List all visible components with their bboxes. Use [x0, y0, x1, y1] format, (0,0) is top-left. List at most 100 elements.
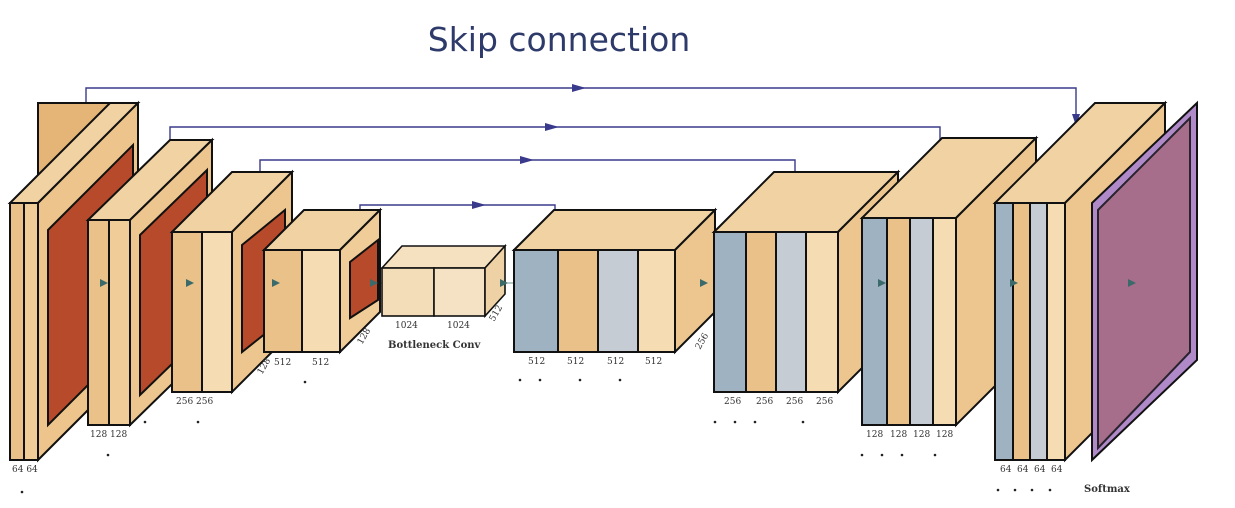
enc4-front-a	[263, 249, 303, 353]
flow-arrow-5	[500, 279, 508, 287]
skip-connection-3	[259, 159, 796, 190]
dec2-front-a	[713, 231, 747, 393]
enc2-front-a	[87, 219, 110, 426]
label-dec4c: 64	[1034, 465, 1046, 475]
flow-arrow-7	[878, 279, 886, 287]
flow-arrow-6	[700, 279, 708, 287]
label-enc4b: 512	[312, 358, 329, 368]
label-dec1b: 512	[567, 357, 584, 367]
bott-top	[380, 245, 507, 269]
dot	[518, 378, 522, 382]
label-enc4a: 512	[274, 358, 291, 368]
label-dec2c: 256	[786, 397, 803, 407]
dec3-front-a	[861, 217, 888, 426]
dot	[196, 420, 200, 424]
flow-arrow-9	[1128, 279, 1136, 287]
enc1-front-b	[23, 202, 39, 461]
dec1-front-b	[557, 249, 599, 353]
dec4-front-d	[1046, 202, 1066, 461]
skip-connection-2	[169, 126, 941, 160]
skip-connection-1	[85, 87, 1077, 125]
label-dec2a: 256	[724, 397, 741, 407]
skip-arrowhead-1	[572, 84, 586, 92]
dot	[1048, 488, 1052, 492]
label-bott1: 1024	[395, 321, 418, 331]
bottleneck-block	[380, 243, 507, 319]
dot-markers	[20, 378, 1052, 494]
enc2-front-b	[108, 219, 131, 426]
dec1-front-c	[597, 249, 639, 353]
dot	[801, 420, 805, 424]
dec3-front-d	[932, 217, 957, 426]
enc4-pool	[349, 237, 379, 320]
label-enc2: 128 128	[90, 430, 127, 440]
dec4-front-a	[994, 202, 1014, 461]
dot	[900, 453, 904, 457]
enc3-front-b	[201, 231, 233, 393]
label-dec1e: 256	[694, 331, 711, 351]
dec4-front-c	[1029, 202, 1048, 461]
dot	[713, 420, 717, 424]
flow-arrow-8	[1010, 279, 1018, 287]
label-dec4d: 64	[1051, 465, 1063, 475]
dot	[20, 490, 24, 494]
label-dec1c: 512	[607, 357, 624, 367]
flow-arrow-3	[272, 279, 280, 287]
dot	[143, 420, 147, 424]
label-dec3a: 128	[866, 430, 883, 440]
dot	[1030, 488, 1034, 492]
dec2-front-c	[775, 231, 807, 393]
bott-front-a	[381, 267, 435, 317]
bott-front-b	[433, 267, 486, 317]
dec2-front-b	[745, 231, 777, 393]
dot	[933, 453, 937, 457]
flow-arrows	[100, 279, 1136, 287]
label-dec4b: 64	[1017, 465, 1029, 475]
dot	[106, 453, 110, 457]
enc1-front-a	[9, 202, 25, 461]
label-dec2b: 256	[756, 397, 773, 407]
dot	[880, 453, 884, 457]
bott-side	[484, 243, 506, 319]
label-dec3b: 128	[890, 430, 907, 440]
softmax-inner	[1097, 115, 1191, 451]
label-bott2: 1024	[447, 321, 470, 331]
diagram-title: Skip connection	[427, 20, 691, 59]
skip-connection-4	[359, 204, 556, 230]
label-dec4a: 64	[1000, 465, 1012, 475]
skip-arrowhead-3	[520, 156, 534, 164]
enc3-front-a	[171, 231, 203, 393]
decoder-block-1	[511, 207, 718, 355]
softmax-output	[1091, 100, 1198, 463]
dot	[860, 453, 864, 457]
dot	[578, 378, 582, 382]
label-enc1: 64 64	[12, 465, 38, 475]
dec3-front-c	[909, 217, 934, 426]
flow-arrow-1	[100, 279, 108, 287]
dot	[996, 488, 1000, 492]
label-bottleneck: Bottleneck Conv	[388, 340, 482, 351]
dec3-front-b	[886, 217, 911, 426]
label-softmax: Softmax	[1084, 484, 1131, 495]
dec1-front-d	[637, 249, 676, 353]
flow-arrow-2	[186, 279, 194, 287]
dec1-front-a	[513, 249, 559, 353]
dot	[303, 380, 307, 384]
dot	[753, 420, 757, 424]
label-dec3d: 128	[936, 430, 953, 440]
dot	[538, 378, 542, 382]
label-dec2d: 256	[816, 397, 833, 407]
encoder-block-4	[261, 207, 383, 355]
enc4-front-b	[301, 249, 341, 353]
dot	[618, 378, 622, 382]
skip-arrowhead-4	[472, 201, 486, 209]
dec2-front-d	[805, 231, 839, 393]
flow-arrow-4	[370, 279, 378, 287]
label-enc3: 256 256	[176, 397, 213, 407]
skip-arrowhead-2	[545, 123, 559, 131]
skip-arrowhead-5	[1072, 114, 1080, 126]
label-dec1d: 512	[645, 357, 662, 367]
label-dec3c: 128	[913, 430, 930, 440]
